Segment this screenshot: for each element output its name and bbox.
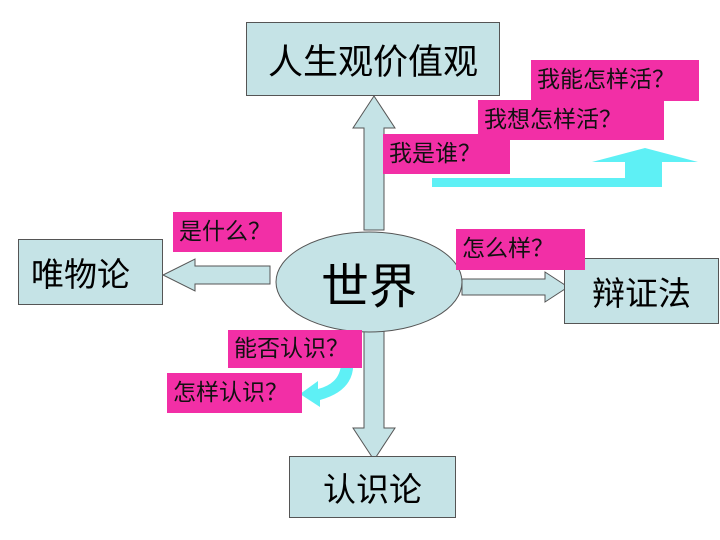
box-epistemology: 认识论 (289, 456, 456, 518)
arrow-right (461, 271, 569, 303)
question-what: 是什么？ (173, 212, 282, 252)
box-materialism: 唯物论 (18, 239, 163, 305)
question-who-am-i: 我是谁？ (383, 134, 510, 174)
box-dialectics: 辩证法 (564, 258, 719, 324)
arrow-down (352, 329, 396, 461)
question-how-know: 怎样认识？ (167, 373, 302, 413)
arrow-up (352, 95, 396, 231)
arrow-left (161, 258, 271, 292)
question-how: 怎么样？ (456, 229, 585, 270)
world-ellipse (275, 231, 463, 333)
question-how-can-live: 我能怎样活？ (531, 60, 699, 101)
box-outlook-on-life: 人生观价值观 (246, 22, 500, 96)
world-label: 世界 (320, 259, 417, 315)
cyan-bent-arrow (432, 148, 698, 187)
question-how-want-live: 我想怎样活？ (478, 100, 664, 140)
question-can-know: 能否认识？ (228, 330, 362, 368)
cyan-curved-arrow (300, 360, 354, 407)
